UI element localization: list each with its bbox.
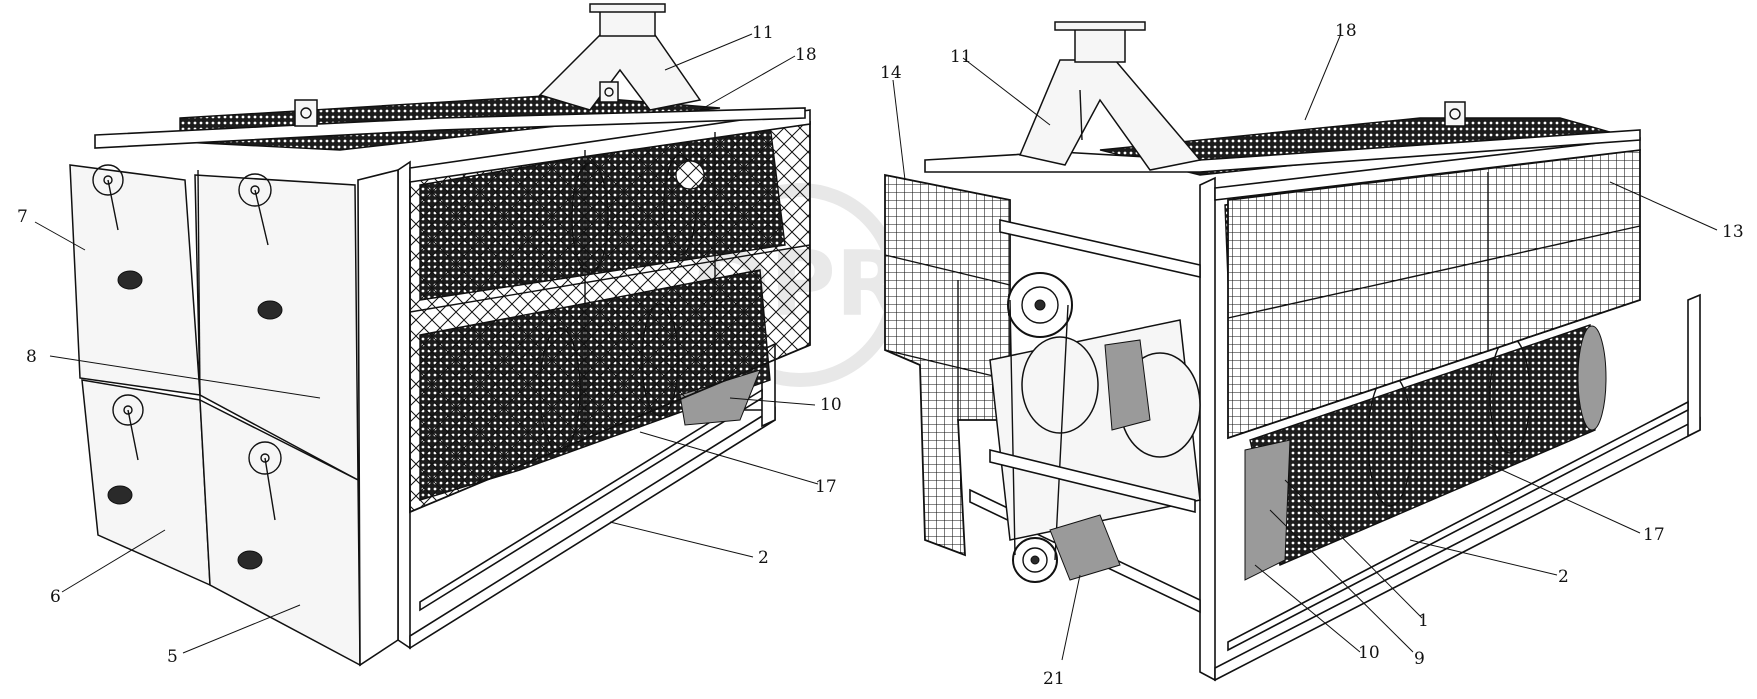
callout-2-right: 2 xyxy=(1558,567,1569,587)
right-top-structure xyxy=(924,21,1641,173)
callout-17-right: 17 xyxy=(1643,525,1665,545)
right-feed-inlet xyxy=(1074,27,1126,63)
callout-2-left: 2 xyxy=(758,548,769,568)
fan-disc xyxy=(1021,336,1099,434)
callout-9: 9 xyxy=(1414,649,1425,669)
left-machine: 11 18 7 8 10 17 2 6 5 xyxy=(17,3,842,667)
handwheel-icon[interactable] xyxy=(248,441,282,521)
right-side-screen xyxy=(884,173,1011,557)
callout-13: 13 xyxy=(1722,222,1744,242)
callout-8: 8 xyxy=(26,347,37,367)
left-front-panels xyxy=(69,164,399,667)
callout-5: 5 xyxy=(167,647,178,667)
handwheel-icon[interactable] xyxy=(92,164,124,231)
right-machine: 11 18 14 13 17 2 1 9 10 21 xyxy=(880,21,1744,689)
right-drive-assembly xyxy=(989,219,1201,583)
callout-18-left: 18 xyxy=(795,45,817,65)
right-mesh-guard xyxy=(1214,137,1641,440)
panel-6[interactable] xyxy=(81,379,211,587)
left-feed-bracket xyxy=(538,34,702,111)
callout-14: 14 xyxy=(880,63,902,83)
motor-body xyxy=(1049,514,1121,581)
callout-21: 21 xyxy=(1043,669,1065,689)
left-base-frame xyxy=(397,160,776,650)
left-hopper-outlet xyxy=(679,369,761,426)
callout-7: 7 xyxy=(17,207,28,227)
left-mesh-guard xyxy=(409,109,811,514)
callout-1: 1 xyxy=(1418,611,1429,631)
left-top-structure xyxy=(94,3,806,149)
callout-10-right: 10 xyxy=(1358,643,1380,663)
right-hopper-outlet xyxy=(1244,439,1291,581)
handwheel-icon[interactable] xyxy=(112,394,144,461)
handle-icon[interactable] xyxy=(107,485,133,505)
callout-17-left: 17 xyxy=(815,477,837,497)
handle-icon[interactable] xyxy=(257,300,283,320)
handle-icon[interactable] xyxy=(237,550,263,570)
handle-icon[interactable] xyxy=(117,270,143,290)
right-leader-lines xyxy=(892,35,1718,661)
callout-11-right: 11 xyxy=(950,47,972,67)
callout-10-left: 10 xyxy=(820,395,842,415)
left-leader-lines xyxy=(34,33,819,654)
callout-6: 6 xyxy=(50,587,61,607)
drive-belt xyxy=(1009,299,1069,561)
left-handwheels xyxy=(92,164,283,570)
right-feed-bracket xyxy=(1018,59,1202,171)
callout-18-right: 18 xyxy=(1335,21,1357,41)
handwheel-icon[interactable] xyxy=(238,173,272,246)
callout-11-left: 11 xyxy=(752,23,774,43)
